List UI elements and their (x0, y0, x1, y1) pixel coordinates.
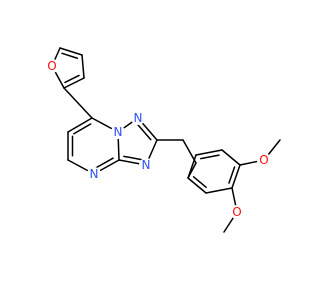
bond-Ca4-Ca5 (221, 149, 241, 166)
atom-label-background (139, 158, 153, 172)
double-bond-Ca1-Ca2 (192, 176, 207, 189)
double-bond-Cf3-Cf4 (61, 52, 79, 59)
double-bond-Ca3-Ca4 (228, 166, 236, 184)
atom-label-text: N (90, 167, 99, 181)
atom-label-background (230, 205, 244, 219)
atom-n-n_br: N (111, 125, 125, 139)
double-bond-N_im-C8a (123, 155, 144, 161)
bond-Ca2-Ca3 (205, 187, 233, 194)
double-bond-C8a-N_pyr (94, 157, 114, 169)
atom-label-text: N (114, 125, 123, 139)
atom-o-o_me2: O (230, 205, 244, 219)
atom-label-background (131, 111, 145, 125)
atom-n-n_tri: N (131, 111, 145, 125)
double-bond-N_tri-C2 (136, 123, 152, 141)
double-bond-C6-C7 (73, 123, 92, 135)
atom-o-o_me1: O (257, 153, 271, 167)
bond-Cf1-C7 (63, 87, 93, 119)
bond-Ca6-Ca1 (187, 154, 197, 179)
double-bond-Cf1-Cf2 (64, 74, 80, 84)
atom-label-text: O (232, 205, 241, 219)
bond-layer (51, 47, 281, 233)
bond-Cf3-Cf4 (59, 47, 83, 56)
atom-label-text: N (134, 111, 143, 125)
atom-n-n_pyr: N (87, 167, 101, 181)
bond-Cf1-Cf2 (63, 77, 85, 89)
atom-o-o_fur: O (45, 59, 59, 73)
atom-label-background (87, 167, 101, 181)
double-bond-Ca5-Ca6 (199, 154, 220, 160)
atom-label-text: O (47, 59, 56, 73)
atom-label-text: N (142, 158, 151, 172)
atom-label-background (111, 125, 125, 139)
bond-Ca3-Ca4 (231, 164, 241, 189)
bond-Cf2-Cf3 (81, 54, 85, 79)
atom-label-text: O (259, 153, 268, 167)
atom-n-n_im: N (139, 158, 153, 172)
bond-Ca5-Ca6 (195, 149, 223, 156)
atom-label-background (257, 153, 271, 167)
bond-Ca1-Ca2 (187, 177, 207, 194)
atom-label-background (45, 59, 59, 73)
bond-C6-C7 (67, 117, 93, 133)
